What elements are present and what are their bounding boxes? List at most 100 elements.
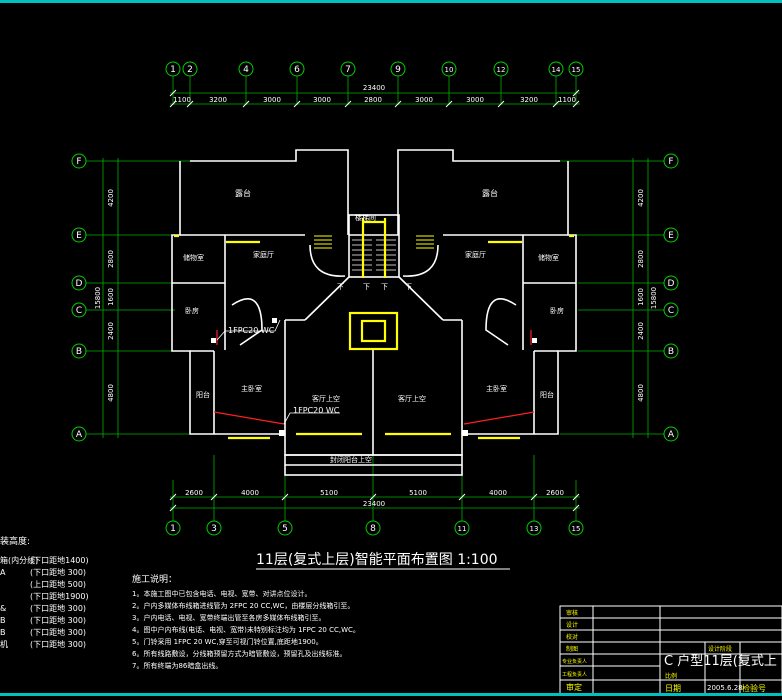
room-living-left: 客厅上空 (312, 394, 340, 403)
note-2: 2。户内多媒体布线箱进线管为 2FPC 20 CC,WC，由楼层分线箱引至。 (132, 601, 354, 610)
tb-scale-label: 比例 (665, 672, 677, 680)
axis-bottom-8: 8 (370, 524, 376, 534)
stair-down-4: 下 (405, 283, 412, 291)
notes-title: 施工说明： (132, 573, 177, 585)
title-block-labels: 审核 设计 校对 制图 专业负责人 工程负责人 设计阶段 比例 审定 日期 检验… (562, 609, 766, 693)
axis-left-B: B (76, 347, 82, 357)
axis-right-E: E (668, 231, 674, 241)
dim-right-1: 4200 (637, 189, 645, 207)
note-4: 4。图中户内布线(电话、电视、宽带)未特别标注均为 1FPC 20 CC,WC。 (132, 625, 360, 634)
drawing-title: 11层(复式上层)智能平面布置图 1:100 (256, 551, 498, 568)
room-storage-right: 储物室 (538, 253, 559, 262)
building-walls (171, 149, 577, 476)
dim-bottom-1: 2600 (185, 489, 203, 497)
legend-value-5: (下口距地 300) (30, 603, 86, 613)
tb-right-1: 设计阶段 (708, 645, 732, 653)
axis-right-A: A (668, 430, 675, 440)
room-labels: 露台 露台 楼梯间 储物室 储物室 家庭厅 家庭厅 卧房 卧房 主卧室 主卧室 … (183, 188, 564, 464)
axis-bubble-labels: 1 2 4 6 7 9 10 12 14 15 1 3 5 8 11 13 15… (76, 65, 675, 534)
dim-left-3: 1600 (107, 288, 115, 306)
dim-top-6: 3000 (415, 96, 433, 104)
tb-bottom-left: 审定 (566, 682, 582, 692)
wiring-outlets (211, 318, 537, 436)
dim-bottom-6: 2600 (546, 489, 564, 497)
note-6: 6。所有线路敷设，分线箱预留方式为暗管敷设，预留孔及出线标准。 (132, 649, 346, 658)
dim-top-2: 3200 (209, 96, 227, 104)
legend-name-5: & (0, 604, 6, 613)
note-3: 3。户内电话、电视、宽带终端出管至各房多媒体布线箱引至。 (132, 613, 325, 622)
dim-top-5: 2800 (364, 96, 382, 104)
room-sun-terrace: 封闭阳台上空 (330, 455, 372, 464)
axis-left-A: A (76, 430, 83, 440)
axis-bottom-11: 11 (458, 525, 467, 533)
legend-name-2: A (0, 568, 6, 577)
wiring-leaders (216, 319, 340, 425)
room-living-right: 客厅上空 (398, 394, 426, 403)
room-storage-left: 储物室 (183, 253, 204, 262)
axis-top-7: 7 (345, 65, 351, 75)
legend-name-8: 机 (0, 639, 8, 649)
dim-bottom-total: 23400 (363, 500, 385, 508)
room-stairwell: 楼梯间 (355, 213, 376, 222)
notes-list: 1。本施工图中已包含电话、电视、宽带、对讲点位设计。 2。户内多媒体布线箱进线管… (132, 589, 360, 670)
axis-top-12: 12 (497, 66, 506, 74)
axis-top-15: 15 (572, 66, 581, 74)
tb-drawing-name: C 户型11层(复式上 (664, 653, 777, 669)
room-bedroom-left: 卧房 (185, 306, 199, 315)
legend-name-1: 箱(内分线) (0, 555, 38, 565)
dim-top-total: 23400 (363, 84, 385, 92)
axis-right-C: C (668, 306, 674, 316)
room-balcony-left: 阳台 (196, 390, 210, 399)
elevator-shaft (348, 311, 399, 351)
room-balcony-right: 阳台 (540, 390, 554, 399)
legend-value-4: (下口距地1900) (30, 591, 89, 601)
dimension-text: 23400 1100 3200 3000 3000 2800 3000 3000… (173, 84, 576, 508)
axis-right-B: B (668, 347, 674, 357)
note-7: 7。所有终端为86暗盒出线。 (132, 661, 222, 670)
yellow-elements (174, 218, 574, 440)
legend-value-2: (下口距地 300) (30, 567, 86, 577)
legend-value-1: (下口距地1400) (30, 555, 89, 565)
tb-row-5: 专业负责人 (562, 658, 587, 665)
axis-bottom-1: 1 (170, 524, 176, 534)
axis-bottom-13: 13 (530, 525, 539, 533)
axis-bottom-5: 5 (282, 524, 288, 534)
dimension-ticks (169, 89, 580, 512)
stair-down-2: 下 (363, 283, 370, 291)
legend-value-7: (下口距地 300) (30, 627, 86, 637)
title-block (559, 605, 782, 695)
dim-right-3: 1600 (637, 288, 645, 306)
dim-bottom-3: 5100 (320, 489, 338, 497)
tb-row-6: 工程负责人 (562, 671, 587, 678)
axis-top-10: 10 (445, 66, 454, 74)
room-master-right: 主卧室 (486, 384, 507, 393)
dim-left-5: 4800 (107, 384, 115, 402)
dim-top-4: 3000 (313, 96, 331, 104)
axis-top-6: 6 (294, 65, 300, 75)
dim-top-7: 3000 (466, 96, 484, 104)
axis-bubbles (71, 61, 679, 536)
axis-right-D: D (668, 279, 675, 289)
axis-right-F: F (668, 157, 673, 167)
tb-date-label: 日期 (665, 684, 681, 693)
dim-top-8: 3200 (520, 96, 538, 104)
axis-left-E: E (76, 231, 82, 241)
room-terrace-left: 露台 (235, 188, 251, 198)
tb-row-2: 设计 (566, 621, 578, 629)
tb-row-4: 制图 (566, 645, 578, 653)
tb-row-1: 审核 (566, 609, 578, 617)
room-master-left: 主卧室 (241, 384, 262, 393)
stair-down-1: 下 (337, 283, 344, 291)
room-terrace-right: 露台 (482, 188, 498, 198)
dim-top-3: 3000 (263, 96, 281, 104)
axis-bottom-3: 3 (211, 524, 217, 534)
tb-row-3: 校对 (566, 633, 578, 641)
stair-down-3: 下 (381, 283, 388, 291)
viewport-top-border (0, 0, 782, 3)
dim-top-9: 1100 (558, 96, 576, 104)
dim-top-1: 1100 (173, 96, 191, 104)
room-bedroom-right: 卧房 (550, 306, 564, 315)
note-1: 1。本施工图中已包含电话、电视、宽带、对讲点位设计。 (132, 589, 311, 598)
